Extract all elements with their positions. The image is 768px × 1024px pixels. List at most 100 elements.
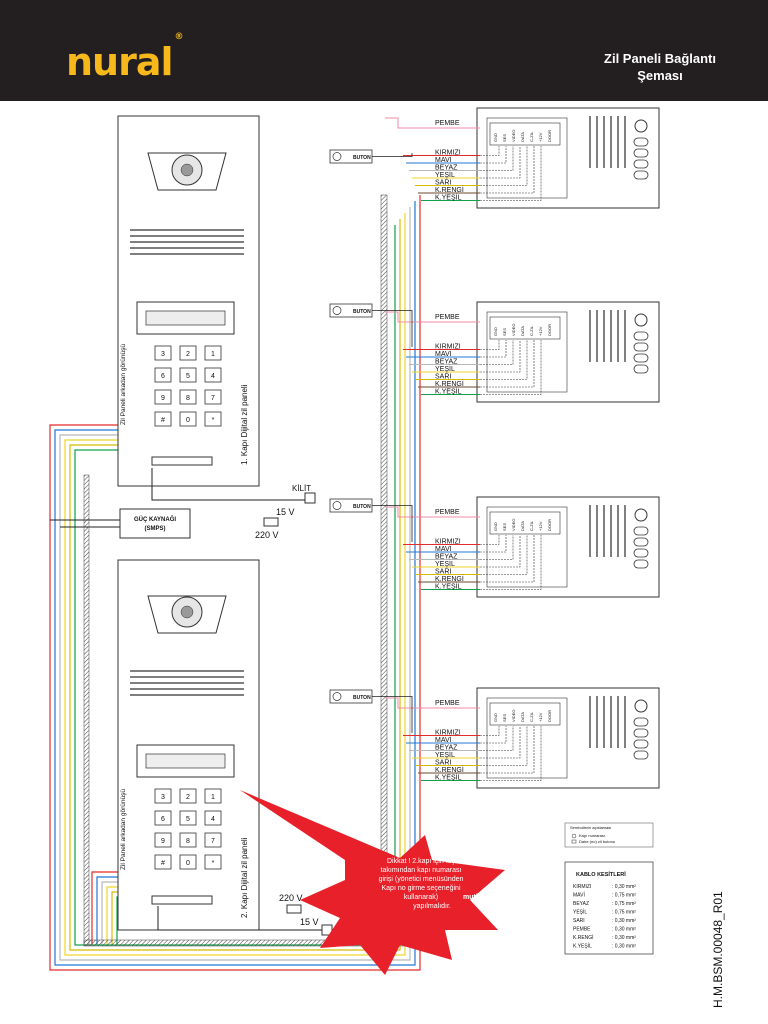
wire-label-yesil: YEŞİL (435, 170, 455, 179)
bell-icon (332, 692, 342, 701)
warning-line: girişi (yönetici menüsünden (379, 876, 464, 883)
internal-wire (480, 535, 528, 575)
brand-name: nural (66, 40, 174, 84)
monitor-group: GND SES VIDEO DATA C-ZIL +12V DOOR PEMBE KIRMIZI… (329, 107, 660, 789)
wire-label-pembe: PEMBE (435, 700, 460, 707)
monitor-terminal-block (489, 316, 561, 340)
terminal-label: DATA (520, 712, 525, 722)
internal-wire (480, 726, 500, 736)
warning-line: kullanarak) (404, 894, 438, 901)
keypad-key-label: 1 (211, 351, 215, 358)
terminal-label: C-ZIL (529, 520, 534, 531)
wire-label-yesil: YEŞİL (435, 750, 455, 759)
keypad-key (154, 854, 172, 870)
terminal-label: GND (493, 327, 498, 336)
internal-wire (480, 535, 521, 568)
terminal-label: DATA (520, 326, 525, 336)
lock-2-voltage: 15 V (300, 917, 319, 927)
cable-row-name: BEYAZ (573, 901, 589, 907)
keypad-key (204, 411, 222, 427)
wire-label-kyesil: K.YEŞİL (435, 582, 462, 591)
internal-wire (480, 340, 535, 388)
keypad-key-label: 8 (186, 395, 190, 402)
monitor-button-icon (633, 148, 649, 158)
panel-2-side-label: Zil Paneli arkadan görünüşü (120, 789, 127, 870)
wire-label-krengi: K.RENGİ (435, 574, 464, 583)
legend-title: Sembollerin açıklaması (570, 825, 611, 830)
wire-label-sari: SARI (435, 569, 451, 576)
button-wire (372, 505, 413, 542)
terminal-label: VIDEO (511, 130, 516, 142)
wire-label-beyaz: BEYAZ (435, 165, 458, 172)
keypad-key-label: 2 (186, 794, 190, 801)
keypad-key-label: * (212, 417, 215, 424)
terminal-label: C-ZIL (529, 131, 534, 142)
keypad-key-label: # (161, 417, 165, 424)
internal-wire (480, 535, 514, 560)
keypad-key (154, 788, 172, 804)
terminal-label: GND (493, 713, 498, 722)
keypad-key-label: 4 (211, 373, 215, 380)
bell-icon (332, 501, 342, 510)
wire-label-krengi: K.RENGİ (435, 765, 464, 774)
keypad-key (179, 788, 197, 804)
wire-label-sari: SARI (435, 374, 451, 381)
keypad-key-label: 8 (186, 838, 190, 845)
wire-label-beyaz: BEYAZ (435, 745, 458, 752)
wire-label-beyaz: BEYAZ (435, 359, 458, 366)
terminal-label: DOOR (547, 130, 552, 142)
keypad-key-label: 9 (161, 395, 165, 402)
keypad-key (179, 854, 197, 870)
wire-label-mavi: MAVİ (435, 544, 452, 553)
terminal-label: DOOR (547, 324, 552, 336)
wire-label-sari: SARI (435, 180, 451, 187)
warning-last-line: yapılmalıdır. (413, 903, 451, 910)
panel-1-connector (151, 456, 213, 466)
wire-label-mavi: MAVİ (435, 349, 452, 358)
internal-wire (480, 726, 528, 766)
terminal-label: SES (502, 328, 507, 336)
keypad-key-label: 7 (211, 838, 215, 845)
keypad-key (154, 367, 172, 383)
monitor-terminal-block (489, 122, 561, 146)
internal-wire (480, 726, 535, 774)
wire-label-pembe: PEMBE (435, 120, 460, 127)
internal-wire (480, 146, 514, 171)
keypad-key-label: * (212, 860, 215, 867)
button-label: BUTON (353, 309, 371, 315)
button-wire (372, 696, 413, 733)
terminal-label: C-ZIL (529, 325, 534, 336)
internal-wire (480, 535, 542, 590)
terminal-label: C-ZIL (529, 711, 534, 722)
monitor-button-icon (633, 559, 649, 569)
cable-row-name: K.YEŞİL (573, 943, 592, 950)
internal-wire (480, 340, 500, 350)
warning-line: takımından kapı numarası (381, 867, 462, 874)
registered-mark: ® (174, 32, 184, 43)
wire-label-yesil: YEŞİL (435, 559, 455, 568)
internal-wire (480, 340, 514, 365)
keypad-key (154, 345, 172, 361)
cable-row-name: KIRMIZI (573, 884, 591, 890)
mains-2-voltage: 220 V (279, 893, 303, 903)
terminal-label: DATA (520, 521, 525, 531)
monitor-terminal-block (489, 511, 561, 535)
keypad-key (204, 854, 222, 870)
terminal-label: +12V (538, 521, 543, 531)
monitor-button-icon (633, 159, 649, 169)
wire-label-pembe: PEMBE (435, 314, 460, 321)
terminal-label: SES (502, 134, 507, 142)
wire-label-kirmizi: KIRMIZI (435, 150, 461, 157)
cable-row-value: : 0,75 mm² (612, 893, 636, 899)
cable-row-value: : 0,30 mm² (612, 884, 636, 890)
symbol-legend: Sembollerin açıklaması Kapı numarası Dai… (564, 822, 654, 848)
legend-item-2: Daire (no) zil butonu (579, 839, 615, 844)
button-label: BUTON (353, 695, 371, 701)
